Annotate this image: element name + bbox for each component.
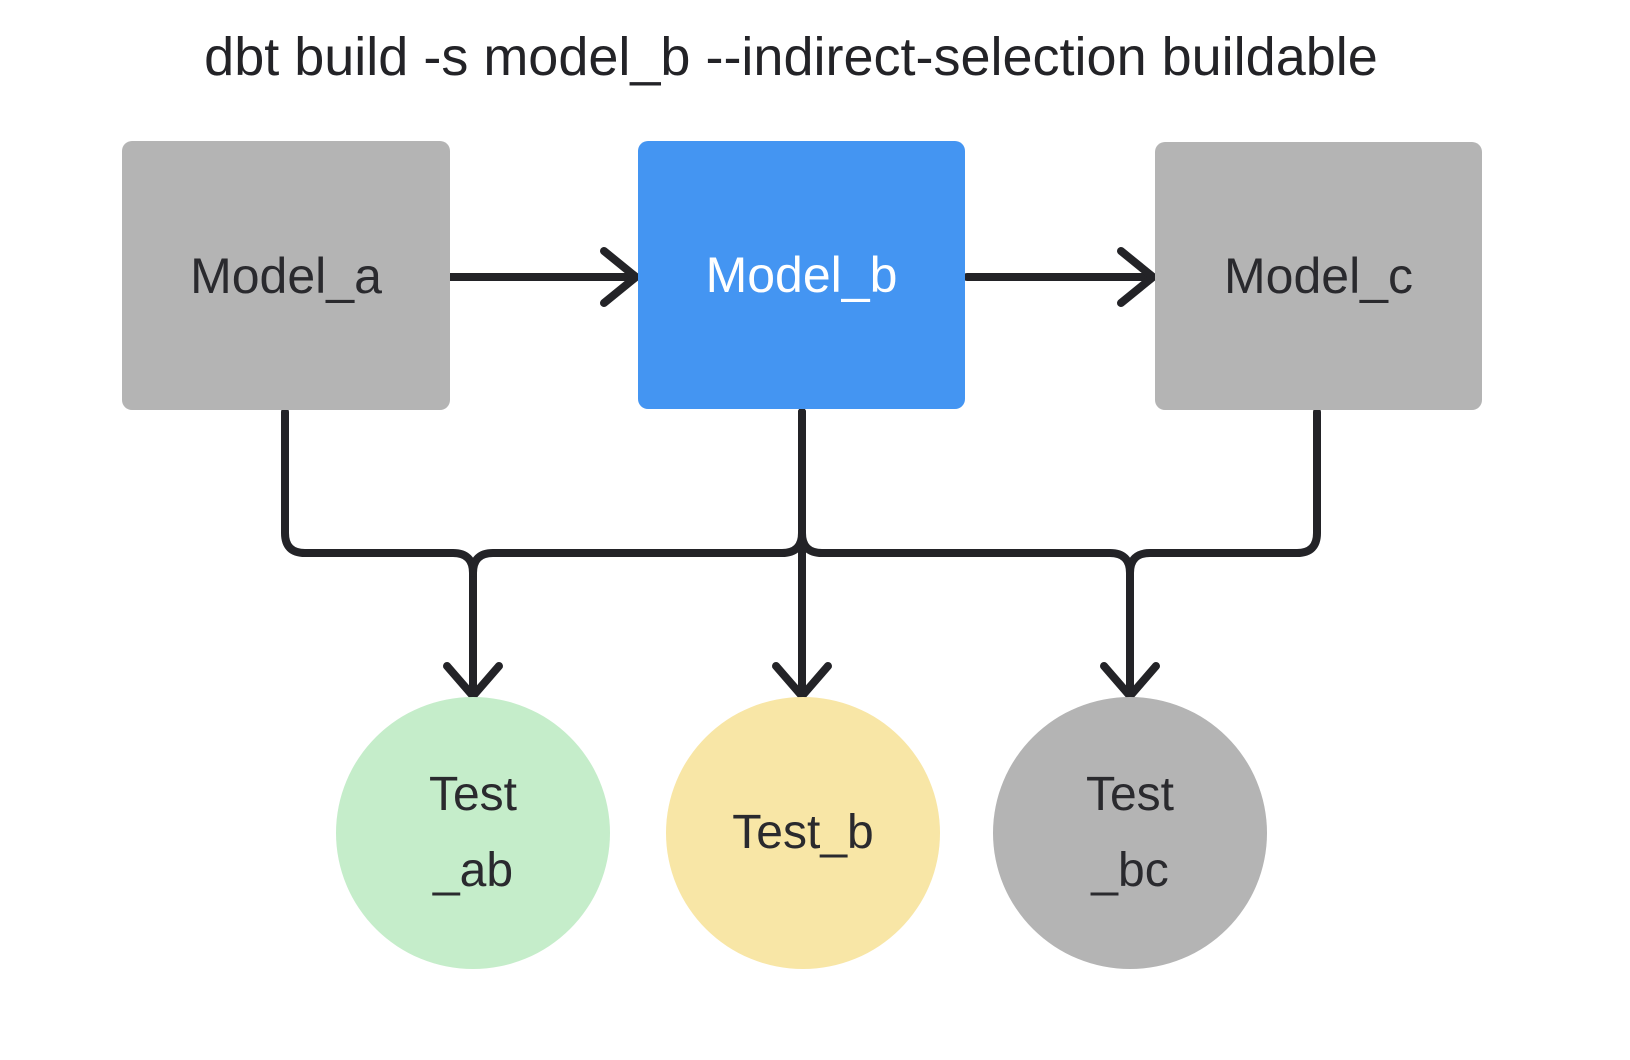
diagram-title: dbt build -s model_b --indirect-selectio… bbox=[204, 27, 1378, 87]
node-model-b: Model_b bbox=[638, 141, 965, 409]
arrowhead-model-b bbox=[600, 247, 640, 307]
node-test-bc: Test _bc bbox=[993, 697, 1267, 969]
node-test-b: Test_b bbox=[666, 697, 940, 969]
node-test-ab-label-line1: Test bbox=[428, 768, 518, 821]
node-test-b-label-line1: Test_b bbox=[732, 806, 874, 859]
node-model-c: Model_c bbox=[1155, 142, 1482, 410]
arrowhead-test-b bbox=[772, 662, 832, 700]
node-model-a-label: Model_a bbox=[190, 247, 382, 304]
edge-model-b-to-test-bc bbox=[798, 408, 1134, 692]
edge-model-c-to-test-bc bbox=[1126, 408, 1321, 692]
edge-model-b-to-test-ab bbox=[469, 408, 806, 577]
node-model-b-label: Model_b bbox=[705, 247, 898, 303]
node-test-ab-label-line2: _ab bbox=[432, 844, 514, 897]
node-test-bc-label-line2: _bc bbox=[1091, 844, 1169, 897]
node-model-c-label: Model_c bbox=[1224, 248, 1413, 304]
node-test-bc-label-line1: Test bbox=[1085, 768, 1175, 821]
edge-model-a-to-test-ab bbox=[281, 408, 477, 692]
arrowhead-test-bc bbox=[1100, 662, 1160, 700]
arrowhead-test-ab bbox=[443, 662, 503, 700]
node-model-a: Model_a bbox=[122, 141, 450, 410]
node-test-ab: Test _ab bbox=[336, 697, 610, 969]
arrowhead-model-c bbox=[1117, 247, 1157, 307]
